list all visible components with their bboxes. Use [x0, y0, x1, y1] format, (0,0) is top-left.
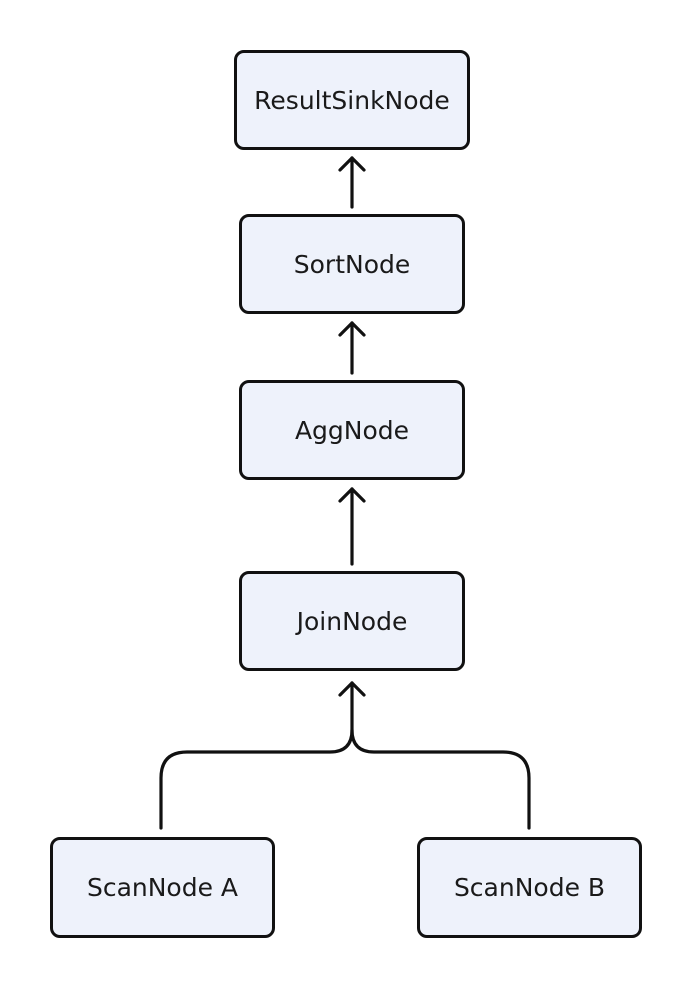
arrowhead-sort: [338, 321, 366, 337]
scan-node-b-label: ScanNode B: [453, 873, 606, 902]
result-sink-node-label: ResultSinkNode: [254, 85, 450, 115]
arrowhead-agg: [338, 487, 366, 503]
edge-scan-a-to-join: [159, 681, 354, 830]
arrowhead-join: [338, 681, 366, 697]
agg-node-label: AggNode: [294, 415, 410, 445]
sort-node: SortNode: [239, 214, 465, 314]
scan-node-a: ScanNode A: [50, 837, 275, 938]
scan-node-a-label: ScanNode A: [86, 873, 239, 902]
join-node: JoinNode: [239, 571, 465, 671]
scan-node-b: ScanNode B: [417, 837, 642, 938]
agg-node: AggNode: [239, 380, 465, 480]
edge-scan-b-to-join: [350, 728, 531, 830]
sort-node-label: SortNode: [293, 249, 411, 279]
join-node-label: JoinNode: [296, 606, 408, 636]
result-sink-node: ResultSinkNode: [234, 50, 470, 150]
arrowhead-result: [338, 156, 366, 172]
